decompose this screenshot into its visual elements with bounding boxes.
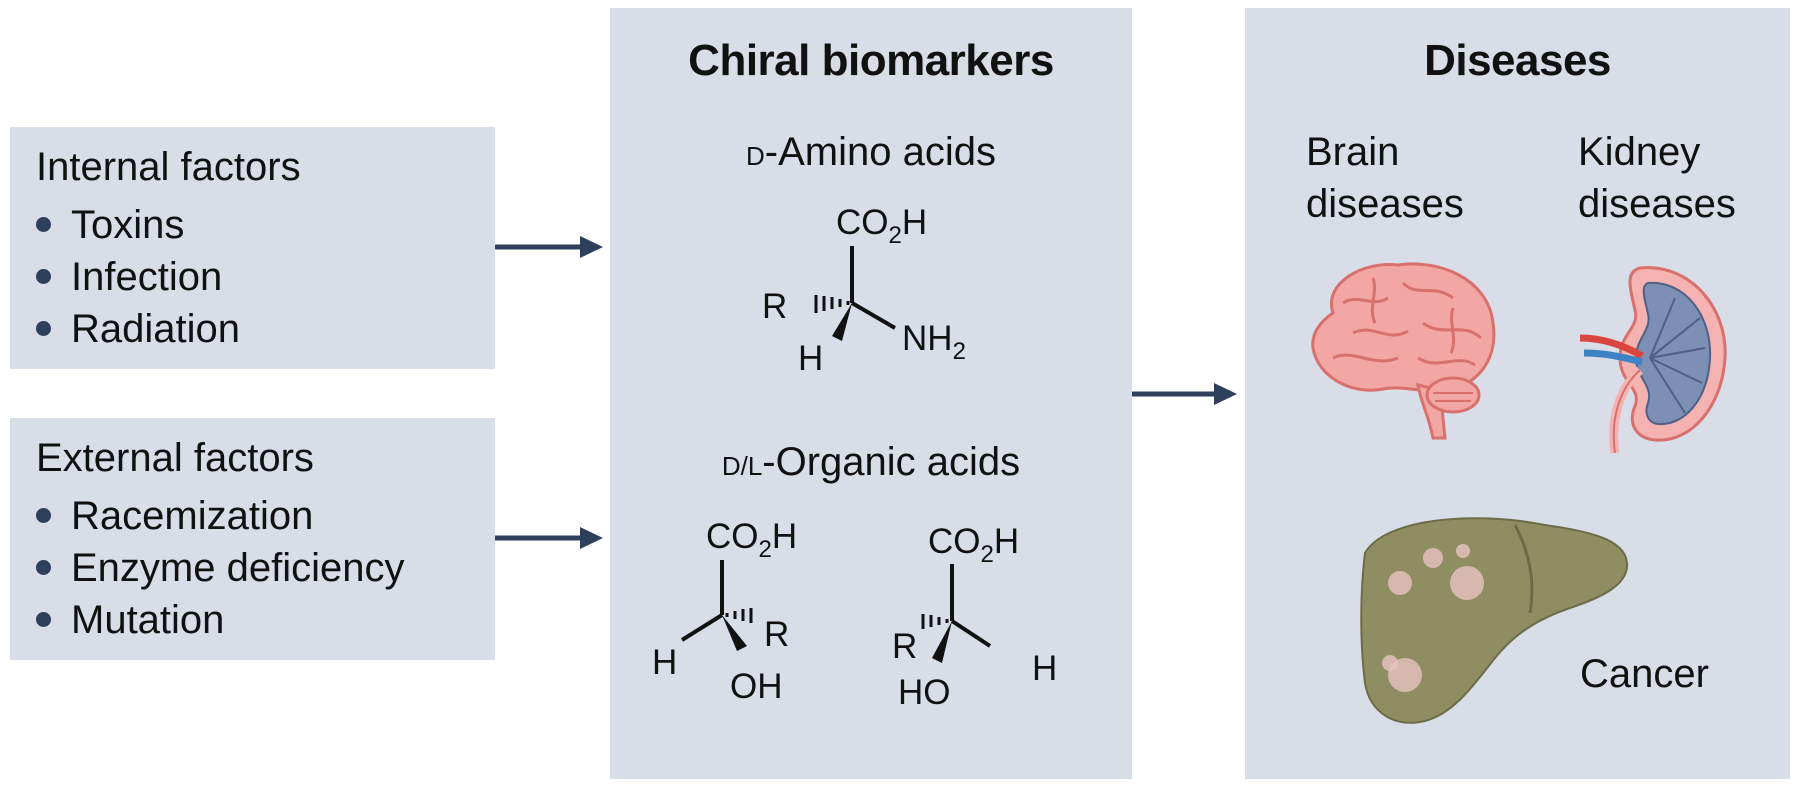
l-acid-h-label: H (652, 643, 677, 682)
amino-acids-text: -Amino acids (764, 130, 996, 174)
chemical-structures: CO2H R NH2 H CO2H H R OH (652, 203, 1057, 712)
bond (950, 619, 992, 648)
bullet-icon (36, 216, 51, 232)
amino-acid-structure: CO2H R NH2 H (762, 203, 966, 378)
amino-acids-prefix: D (746, 141, 765, 171)
bullet-icon (36, 268, 51, 284)
organic-acids-label: D/L-Organic acids (610, 440, 1132, 485)
tumor-spot (1456, 544, 1470, 558)
organic-acids-prefix: D/L (721, 451, 763, 481)
hashed-bond (814, 295, 850, 313)
bond (850, 301, 897, 330)
amino-r-label: R (762, 287, 787, 326)
d-acid-ho-label: HO (898, 673, 951, 712)
amino-h-label: H (798, 339, 823, 378)
bullet-icon (36, 320, 51, 336)
tumor-spot (1450, 566, 1484, 600)
chiral-biomarkers-title: Chiral biomarkers (688, 36, 1054, 85)
wedge-bond (722, 615, 747, 651)
internal-factors-list: Toxins Infection Radiation (36, 199, 240, 355)
l-acid-co2h-label: CO2H (706, 517, 797, 563)
hashed-bond (921, 614, 949, 629)
cancer-label: Cancer (1580, 652, 1709, 696)
diseases-panel: Diseases Brain diseases Kidney diseases … (1245, 8, 1790, 779)
brain-diseases-label: Brain diseases (1306, 126, 1464, 230)
brain-label-line: diseases (1306, 182, 1464, 226)
kidney-diseases-label: Kidney diseases (1578, 126, 1736, 230)
d-acid-co2h-label: CO2H (928, 522, 1019, 568)
amino-co2h-label: CO2H (836, 203, 927, 249)
bullet-icon (36, 559, 51, 575)
amino-acids-label: D-Amino acids (610, 130, 1132, 175)
wedge-bond (832, 303, 852, 341)
external-factor-racemization: Racemization (71, 494, 314, 538)
tumor-spot (1388, 571, 1412, 595)
chiral-biomarkers-panel: Chiral biomarkers D-Amino acids D/L-Orga… (610, 8, 1132, 779)
external-factors-title: External factors (36, 436, 314, 480)
amino-nh2-label: NH2 (902, 319, 966, 365)
d-acid-h-label: H (1032, 649, 1057, 688)
external-factor-mutation: Mutation (71, 598, 225, 642)
arrow-biomarkers-to-diseases (1132, 383, 1237, 405)
diseases-title: Diseases (1424, 36, 1611, 85)
list-item: Radiation (36, 303, 240, 355)
l-organic-acid-structure: CO2H H R OH (652, 517, 797, 706)
internal-factor-infection: Infection (71, 255, 223, 299)
wedge-bond (932, 621, 952, 663)
list-item: Enzyme deficiency (36, 542, 404, 594)
bond (680, 613, 724, 642)
kidney-icon (1580, 266, 1727, 454)
bullet-icon (36, 507, 51, 523)
d-organic-acid-structure: CO2H R H HO (892, 522, 1057, 712)
internal-factors-title: Internal factors (36, 145, 301, 189)
kidney-label-line: diseases (1578, 182, 1736, 226)
list-item: Toxins (36, 199, 240, 251)
tumor-spot (1382, 655, 1398, 671)
l-acid-r-label: R (764, 615, 789, 654)
hashed-bond (725, 608, 753, 623)
tumor-spot (1423, 548, 1443, 568)
l-acid-oh-label: OH (730, 667, 783, 706)
internal-factor-radiation: Radiation (71, 307, 241, 351)
external-factor-enzyme-deficiency: Enzyme deficiency (71, 546, 405, 590)
arrow-internal-to-biomarkers (495, 236, 603, 258)
internal-factors-box: Internal factors Toxins Infection Radiat… (10, 127, 495, 369)
organic-acids-text: -Organic acids (762, 440, 1021, 484)
d-acid-r-label: R (892, 627, 917, 666)
kidney-label-line: Kidney (1578, 130, 1701, 174)
list-item: Mutation (36, 594, 404, 646)
brain-label-line: Brain (1306, 130, 1400, 174)
liver-icon (1360, 517, 1629, 724)
arrow-external-to-biomarkers (495, 527, 603, 549)
list-item: Racemization (36, 490, 404, 542)
external-factors-list: Racemization Enzyme deficiency Mutation (36, 490, 404, 646)
external-factors-box: External factors Racemization Enzyme def… (10, 418, 495, 660)
list-item: Infection (36, 251, 240, 303)
brain-icon (1311, 262, 1496, 440)
bullet-icon (36, 611, 51, 627)
internal-factor-toxins: Toxins (71, 203, 185, 247)
